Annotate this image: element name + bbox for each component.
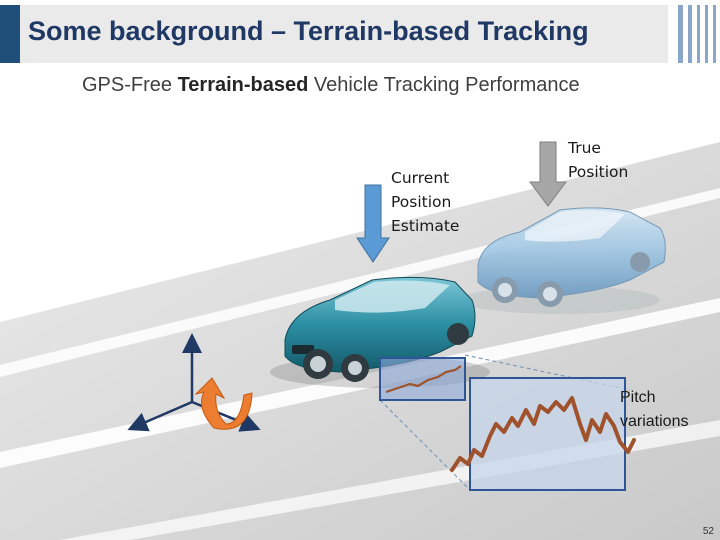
slide-subtitle: GPS-Free Terrain-based Vehicle Tracking … <box>82 74 580 96</box>
title-decoration-bar <box>678 5 683 63</box>
slide-title: Some background – Terrain-based Tracking <box>28 16 589 46</box>
title-decoration-bar <box>713 5 716 63</box>
rotation-arrow-icon <box>194 377 253 430</box>
road-lane-stripe <box>0 298 720 468</box>
pitch-signal-small <box>385 365 462 394</box>
title-decoration-bar <box>697 5 700 63</box>
true-position-label: True Position <box>568 139 629 181</box>
current-estimate-car <box>270 276 490 388</box>
title-decoration-bar <box>688 5 692 63</box>
page-number: 52 <box>702 526 714 537</box>
title-accent-bar <box>0 5 20 63</box>
pitch-variations-label: Pitch variations <box>620 389 689 430</box>
zoom-connector-line <box>379 399 471 491</box>
pitch-inset-small <box>379 357 466 401</box>
pitch-signal-large <box>450 396 636 472</box>
current-position-label: Current Position Estimate <box>391 169 460 235</box>
coordinate-axes-icon <box>127 333 261 432</box>
current-position-arrow-icon <box>356 184 390 263</box>
true-position-arrow-icon <box>529 141 567 207</box>
title-bar <box>0 5 668 63</box>
true-position-car <box>460 207 666 314</box>
title-decoration-bar <box>705 5 708 63</box>
pitch-inset-large <box>469 377 626 491</box>
